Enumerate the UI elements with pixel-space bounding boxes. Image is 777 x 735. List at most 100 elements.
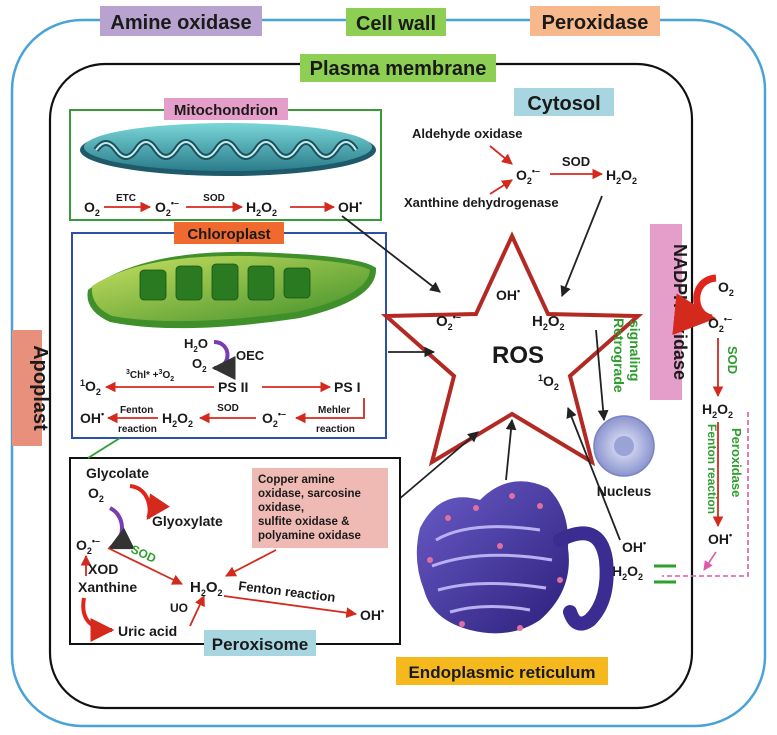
aldehyde-to-superoxide-arrow bbox=[489, 145, 513, 165]
nadph-o2: O2 bbox=[718, 279, 734, 298]
aldehyde-oxidase-label: Aldehyde oxidase bbox=[412, 126, 523, 141]
chloro-o2: O2 bbox=[192, 356, 207, 374]
retrograde-label: Retrograde bbox=[611, 318, 627, 393]
chloro-oh: OH• bbox=[80, 409, 104, 426]
cytosol-tag: Cytosol bbox=[527, 93, 600, 115]
mitochondrion-tag: Mitochondrion bbox=[174, 102, 278, 119]
nadph-oxidase-tag: NADPH oxidase bbox=[670, 244, 690, 380]
cell-wall-tag-box bbox=[346, 8, 446, 36]
glycolate-purple-curve bbox=[107, 506, 135, 550]
xanthine-label: Xanthine bbox=[78, 579, 137, 595]
perox-oh: OH• bbox=[360, 606, 384, 623]
peroxisome-to-ros-arrow bbox=[397, 431, 479, 501]
chloro-oec: OEC bbox=[236, 348, 265, 363]
enzymes-box bbox=[252, 468, 388, 548]
peroxidase-dashed-path bbox=[662, 412, 749, 577]
chloro-to-peroxisome-line bbox=[87, 437, 121, 459]
signaling-label: signaling bbox=[627, 320, 643, 381]
amine-oxidase-tag: Amine oxidase bbox=[110, 12, 251, 34]
peroxisome-tag: Peroxisome bbox=[212, 635, 308, 654]
ros-oh: OH• bbox=[496, 286, 520, 303]
nadph-oh-to-h2o2-arrow bbox=[703, 551, 717, 571]
mito-oh: OH• bbox=[338, 198, 362, 215]
mito-to-ros-arrow bbox=[341, 215, 441, 293]
cytosol-tag-box bbox=[514, 88, 614, 116]
plasma-membrane-tag: Plasma membrane bbox=[310, 58, 487, 80]
retrograde-arrow bbox=[595, 329, 609, 422]
mitochondrion-image bbox=[80, 123, 376, 176]
amine-oxidase-tag-box bbox=[100, 6, 262, 36]
chloro-mehler-reaction: reaction bbox=[316, 424, 355, 435]
mito-o2: O2 bbox=[84, 199, 100, 218]
enzymes-line-2: oxidase, sarcosine bbox=[258, 488, 361, 500]
mehler-arrow bbox=[294, 398, 365, 424]
chloro-ps2: PS II bbox=[218, 379, 248, 395]
mito-h2o2: H2O2 bbox=[246, 199, 277, 218]
ros-star bbox=[380, 231, 644, 467]
perox-sod-arrow bbox=[107, 547, 183, 585]
cytosol-h2o2: H2O2 bbox=[606, 167, 637, 186]
plasma-membrane-tag-box bbox=[300, 54, 496, 82]
nadph-oh: OH• bbox=[708, 530, 732, 547]
nadph-superoxide: O2•– bbox=[708, 314, 732, 334]
chloro-mehler: Mehler bbox=[318, 405, 350, 416]
apoplast-oh: OH• bbox=[622, 538, 646, 555]
peroxidase-tag: Peroxidase bbox=[542, 12, 649, 34]
nadph-h2o2: H2O2 bbox=[702, 401, 733, 420]
uo-label: UO bbox=[170, 601, 188, 615]
cytosol-to-ros-arrow bbox=[560, 195, 603, 298]
endoplasmic-reticulum-image bbox=[416, 481, 614, 634]
xanthine-uric-curve bbox=[81, 597, 115, 642]
mito-etc: ETC bbox=[116, 193, 136, 204]
apoplast-oh-to-ros-arrow bbox=[566, 406, 621, 541]
enzymes-line-3: oxidase, bbox=[258, 502, 304, 514]
er-to-ros-arrow bbox=[505, 418, 517, 481]
perox-h2o2: H2O2 bbox=[190, 579, 223, 598]
chloro-fenton: Fenton bbox=[120, 405, 153, 416]
nucleus-image bbox=[593, 415, 655, 477]
peroxisome-tag-box bbox=[204, 630, 316, 656]
chloroplast-tag: Chloroplast bbox=[187, 226, 270, 243]
enzymes-line-5: polyamine oxidase bbox=[258, 530, 361, 542]
nadph-peroxidase: Peroxidase bbox=[729, 428, 744, 497]
chloroplast-tag-box bbox=[174, 222, 284, 244]
ros-h2o2: H2O2 bbox=[532, 313, 565, 332]
apoplast-tag-box bbox=[12, 330, 42, 446]
enzymes-to-h2o2-arrow bbox=[225, 549, 277, 577]
cell-wall-tag: Cell wall bbox=[356, 13, 436, 35]
perox-fenton-arrow bbox=[223, 595, 358, 619]
glycolate-label: Glycolate bbox=[86, 465, 149, 481]
apoplast-tag: Apoplast bbox=[29, 345, 51, 431]
ros-singlet: 1O2 bbox=[538, 373, 559, 392]
nadph-fenton: Fenton reaction bbox=[705, 424, 719, 514]
apoplast-h2o2: H2O2 bbox=[612, 563, 643, 582]
nucleus-label: Nucleus bbox=[597, 483, 652, 499]
enzymes-line-1: Copper amine bbox=[258, 474, 335, 486]
mito-sod: SOD bbox=[203, 193, 225, 204]
chloro-h2o: H2O bbox=[184, 336, 208, 354]
xanthine-dh-label: Xanthine dehydrogenase bbox=[404, 195, 559, 210]
nadph-red-curve bbox=[672, 274, 717, 336]
er-tag: Endoplasmic reticulum bbox=[408, 663, 595, 682]
glycolate-red-curve bbox=[129, 484, 170, 520]
chloroplast-image bbox=[87, 251, 377, 329]
chloro-singlet: 1O2 bbox=[80, 378, 101, 397]
enzymes-line-4: sulfite oxidase & bbox=[258, 516, 349, 528]
uric-to-h2o2-arrow bbox=[189, 595, 205, 627]
chloro-h2o2: H2O2 bbox=[162, 410, 193, 429]
ros-center-label: ROS bbox=[492, 342, 544, 369]
xod-label: XOD bbox=[88, 561, 118, 577]
chloro-ps1: PS I bbox=[334, 379, 360, 395]
xdh-to-superoxide-arrow bbox=[489, 179, 513, 195]
uric-acid-label: Uric acid bbox=[118, 623, 177, 639]
chloro-fenton-reaction: reaction bbox=[118, 424, 157, 435]
glyoxylate-label: Glyoxylate bbox=[152, 513, 223, 529]
chloro-chl-label: 3Chl* +3O2 bbox=[126, 369, 174, 383]
er-tag-box bbox=[396, 657, 608, 685]
chloro-sod: SOD bbox=[217, 403, 239, 414]
cytosol-sod: SOD bbox=[562, 154, 590, 169]
mitochondrion-tag-box bbox=[164, 98, 288, 120]
nadph-sod: SOD bbox=[725, 346, 740, 374]
oec-loop bbox=[211, 340, 236, 380]
